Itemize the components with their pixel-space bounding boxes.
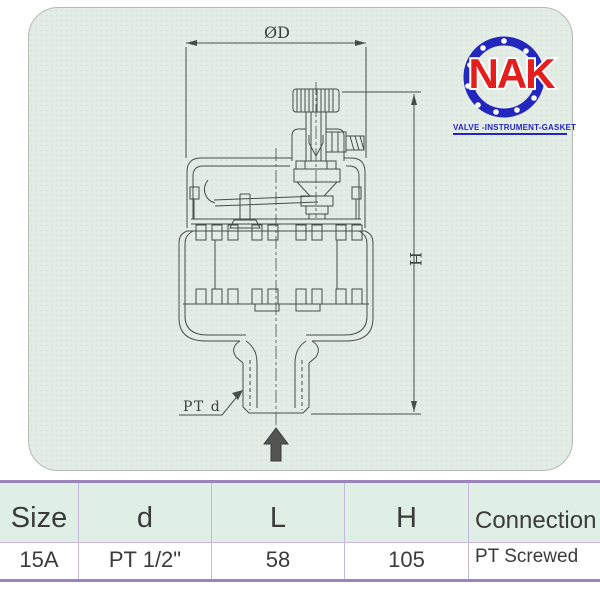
thread-label: PT d [183, 399, 221, 415]
spec-table-data-row: 15A PT 1/2" 58 105 PT Screwed [0, 542, 600, 579]
flange-section [178, 224, 374, 318]
valve-technical-drawing: ØD H PT d [178, 23, 425, 462]
value-cell-d: PT 1/2" [78, 543, 211, 579]
flow-arrow [263, 427, 289, 462]
diameter-label: ØD [264, 23, 290, 42]
thread-callout: PT d [179, 390, 243, 416]
value-cell-l: 58 [211, 543, 344, 579]
nozzle-barb [325, 131, 365, 153]
valve-knob [292, 88, 340, 113]
spec-table-header-row: Size d L H Connection [0, 483, 600, 542]
logo-tagline: VALVE -INSTRUMENT-GASKET [453, 123, 576, 135]
height-label: H [406, 252, 425, 266]
centerlines [275, 82, 317, 432]
dimension-diameter: ØD [185, 23, 367, 158]
spec-table: Size d L H Connection 15A PT 1/2" 58 105… [0, 480, 600, 582]
dimension-height: H [311, 91, 425, 415]
value-cell-connection: PT Screwed [468, 543, 600, 579]
nak-logo: NAK VALVE -INSTRUMENT-GASKET [447, 28, 576, 140]
header-cell-l: L [211, 483, 344, 542]
diagram-panel [28, 7, 573, 471]
nak-logo-graphic: NAK [463, 36, 559, 118]
header-cell-h: H [344, 483, 468, 542]
float-mechanism [204, 160, 341, 229]
header-cell-d: d [78, 483, 211, 542]
value-cell-size: 15A [19, 547, 59, 572]
header-cell-size: Size [10, 502, 68, 534]
gasket-bolt-holes [465, 38, 542, 115]
header-cell-connection: Connection [468, 483, 600, 542]
value-cell-h: 105 [344, 543, 468, 579]
logo-name: NAK [469, 50, 556, 97]
threaded-connection [178, 315, 374, 414]
valve-cap [186, 128, 366, 232]
